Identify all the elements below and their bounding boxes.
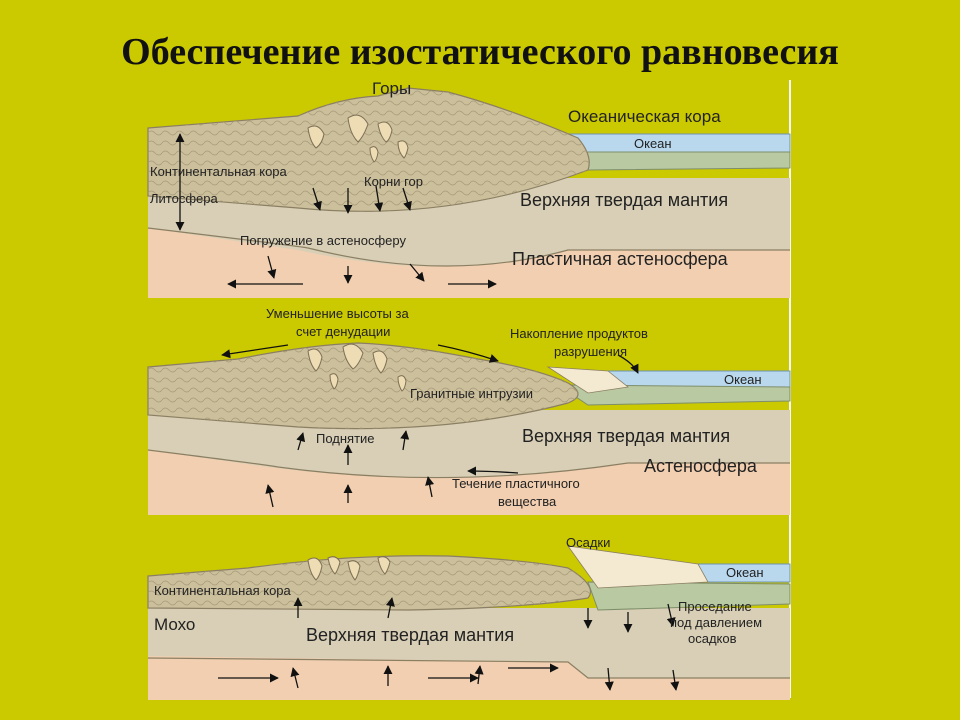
label-ocean: Океан [724,372,762,387]
label-granite: Гранитные интрузии [410,386,533,401]
label-flow-1: Течение пластичного [452,476,580,491]
label-subsidence-3: осадков [688,631,737,646]
label-upper-mantle: Верхняя твердая мантия [520,190,729,210]
ocean-layer [567,133,791,153]
panel-mountains: Горы Океаническая кора Океан Континентал… [147,78,791,298]
label-ocean: Океан [726,565,764,580]
oceanic-crust-layer [587,581,791,611]
label-continental-crust: Континентальная кора [154,583,291,598]
flow-arrows [218,597,680,691]
label-mountains: Горы [372,79,412,98]
panel-sediments-diagram [147,545,791,700]
label-continental-crust: Континентальная кора [150,164,287,179]
oceanic-crust-layer [566,151,791,171]
label-subsidence-1: Проседание [678,599,752,614]
label-lithosphere: Литосфера [150,191,218,206]
label-asthenosphere: Астеносфера [644,456,757,476]
granite-intrusions [307,556,391,581]
label-upper-mantle: Верхняя твердая мантия [306,625,515,645]
label-upper-mantle: Верхняя твердая мантия [522,426,731,446]
mountain-roots [307,114,409,163]
panel-sediments: Осадки Океан Континентальная кора Мохо В… [147,528,791,700]
label-sediments: Осадки [566,535,611,550]
ocean-layer [607,370,791,388]
sediment-wedge [546,366,629,394]
panel-denudation-diagram [147,342,791,515]
oceanic-crust-layer [556,384,791,406]
label-debris-1: Накопление продуктов [510,326,648,341]
label-subsidence-2: под давлением [670,615,763,630]
label-moho: Мохо [154,615,196,634]
label-height-reduction-1: Уменьшение высоты за [266,306,409,321]
label-mountain-roots: Корни гор [364,174,424,189]
panel-denudation: Уменьшение высоты за счет денудации Нако… [147,305,791,515]
page-title: Обеспечение изостатического равновесия [121,31,839,73]
label-ocean: Океан [634,136,672,151]
flow-arrows [175,133,497,289]
granite-intrusions [307,343,407,392]
label-debris-2: разрушения [554,344,627,359]
label-height-reduction-2: счет денудации [296,324,391,339]
label-oceanic-crust: Океаническая кора [568,107,721,126]
panel-mountains-diagram [147,87,791,298]
label-uplift: Поднятие [316,431,375,446]
label-sinking: Погружение в астеносферу [240,233,406,248]
label-plastic-asthenosphere: Пластичная астеносфера [512,249,728,269]
label-flow-2: вещества [498,494,557,509]
flow-arrows [221,344,639,508]
sediment-wedge [567,545,709,589]
